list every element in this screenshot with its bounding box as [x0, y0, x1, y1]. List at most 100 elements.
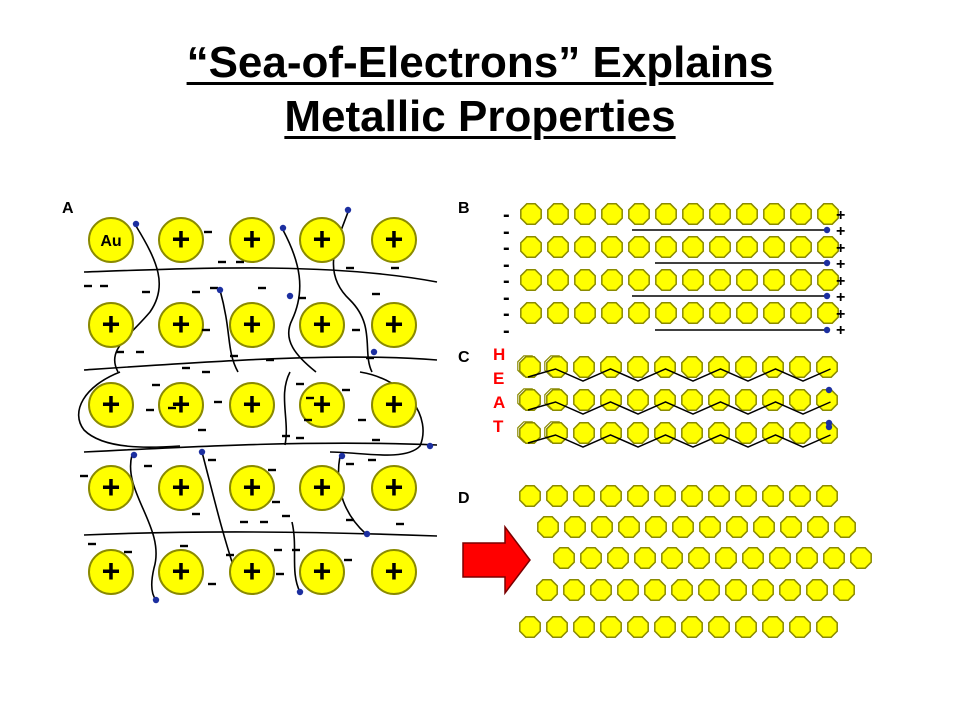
positive-terminal-sign: + — [836, 240, 845, 257]
metal-atom — [634, 547, 656, 569]
metal-atom — [546, 356, 568, 378]
metal-atom — [654, 616, 676, 638]
plus-sign: + — [385, 469, 404, 505]
metal-atom — [654, 422, 676, 444]
free-electron-dash — [180, 544, 188, 548]
metal-atom — [519, 485, 541, 507]
metal-atom — [520, 236, 542, 258]
metal-atom — [547, 269, 569, 291]
metal-atom — [790, 269, 812, 291]
positive-terminal-sign: + — [836, 322, 845, 339]
ion-circle — [158, 217, 204, 263]
heat-letter: H — [493, 345, 505, 364]
slide-title-line-1: “Sea-of-Electrons” Explains — [186, 38, 774, 87]
metal-atom — [708, 616, 730, 638]
metal-ion: + — [158, 549, 204, 595]
panel-b-atom-rows — [520, 203, 839, 324]
metal-ion: + — [88, 465, 134, 511]
plus-sign: + — [172, 469, 191, 505]
plus-sign: + — [102, 306, 121, 342]
free-electron-dash — [142, 290, 150, 294]
metal-ion: + — [299, 382, 345, 428]
free-electron-dash — [352, 328, 360, 332]
free-electron-dash — [346, 462, 354, 466]
free-electron-dash — [372, 292, 380, 296]
metal-atom — [627, 356, 649, 378]
metal-ion: + — [229, 217, 275, 263]
metal-atom — [601, 203, 623, 225]
negative-terminal-sign: - — [503, 204, 510, 226]
electron-dot — [823, 259, 831, 267]
free-electron-dash — [202, 370, 210, 374]
plus-sign: + — [385, 386, 404, 422]
metal-atom — [736, 269, 758, 291]
positive-terminal-sign: + — [836, 207, 845, 224]
free-electron-dash — [124, 550, 132, 554]
metal-atom — [682, 269, 704, 291]
panel-c-atom-rows — [517, 355, 838, 444]
heat-letter: A — [493, 393, 505, 412]
electron-dot — [344, 206, 352, 214]
metal-atom — [627, 616, 649, 638]
free-electron-dash — [396, 522, 404, 526]
free-electron-dash — [346, 266, 354, 270]
ion-circle — [88, 217, 134, 263]
metal-atom — [574, 203, 596, 225]
metal-atom — [654, 356, 676, 378]
free-electron-dash — [192, 512, 200, 516]
metal-atom — [817, 269, 839, 291]
electron-path — [83, 267, 438, 283]
metal-ion: + — [158, 302, 204, 348]
panel-a: A Au++++++++++++++++++++++++ — [62, 200, 438, 604]
metal-atom — [573, 616, 595, 638]
metal-atom — [574, 269, 596, 291]
metal-atom — [546, 485, 568, 507]
free-electron-dash — [306, 396, 314, 400]
metal-atom — [681, 616, 703, 638]
electron-dot — [296, 588, 304, 596]
free-electron-dash — [282, 514, 290, 518]
metal-atom — [573, 389, 595, 411]
metal-atom — [817, 236, 839, 258]
metal-atom — [520, 269, 542, 291]
free-electron-dash — [88, 542, 96, 546]
electron-path — [113, 225, 160, 373]
metal-atom — [736, 203, 758, 225]
metal-atom — [681, 422, 703, 444]
metal-atom — [823, 547, 845, 569]
metal-atom — [537, 516, 559, 538]
metal-atom — [708, 356, 730, 378]
free-electron-dash — [208, 582, 216, 586]
metal-atom — [726, 516, 748, 538]
metal-atom — [789, 389, 811, 411]
metal-ion: + — [371, 465, 417, 511]
free-electron-dash — [136, 350, 144, 354]
metal-atom — [779, 579, 801, 601]
metal-atom — [807, 516, 829, 538]
metal-atom — [591, 516, 613, 538]
metal-atom — [735, 616, 757, 638]
free-electron-dash — [116, 350, 124, 354]
metal-atom — [600, 389, 622, 411]
free-electron-dash — [274, 548, 282, 552]
plus-sign: + — [172, 553, 191, 589]
metal-atom — [682, 236, 704, 258]
metal-ion: + — [158, 217, 204, 263]
metal-atom — [520, 302, 542, 324]
metal-atom — [736, 236, 758, 258]
ion-circle — [299, 302, 345, 348]
ion-circle — [229, 217, 275, 263]
panel-a-electron-paths — [77, 211, 438, 601]
metal-atom — [573, 485, 595, 507]
metal-atom — [627, 485, 649, 507]
electron-dot — [152, 596, 160, 604]
plus-sign: + — [243, 469, 262, 505]
panel-c-label: C — [458, 349, 470, 366]
metal-atom — [735, 356, 757, 378]
free-electron-dash — [358, 418, 366, 422]
plus-sign: + — [385, 553, 404, 589]
ion-circle — [88, 549, 134, 595]
metal-atom — [850, 547, 872, 569]
